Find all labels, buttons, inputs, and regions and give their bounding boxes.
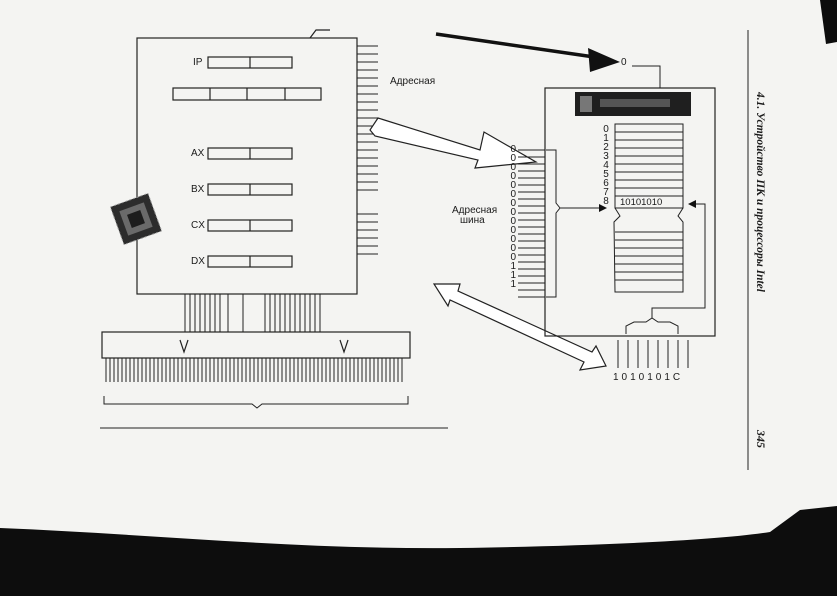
register-dx-label: DX <box>191 256 205 267</box>
address-bus-left-label-2: шина <box>460 215 485 226</box>
address-bit: 1 <box>510 261 516 272</box>
zero-label: 0 <box>621 57 627 68</box>
address-bit: 0 <box>510 189 516 200</box>
memory-index: 5 <box>603 169 609 180</box>
section-title: 4.1. Устройство ПК и процессоры Intel <box>754 92 766 292</box>
cpu-block <box>136 29 358 295</box>
address-bit: 0 <box>510 234 516 245</box>
address-bit: 0 <box>510 207 516 218</box>
address-bit: 0 <box>510 216 516 227</box>
address-bit: 1 <box>510 270 516 281</box>
memory-block <box>544 87 716 337</box>
cpu-data-pins <box>184 294 321 332</box>
page-number: 345 <box>754 430 768 448</box>
memory-cell-value: 10101010 <box>620 197 663 208</box>
address-flow-arrow <box>369 117 538 169</box>
memory-chip-photo <box>575 92 691 116</box>
address-bit: 0 <box>510 225 516 236</box>
memory-index: 0 <box>603 124 609 135</box>
address-bit: 0 <box>510 252 516 263</box>
bus-pins <box>105 358 403 382</box>
scan-black-edge <box>0 506 837 596</box>
cpu-address-pins <box>357 45 378 255</box>
memory-data-pins <box>617 317 689 368</box>
memory-index: 2 <box>603 142 609 153</box>
address-bit: 0 <box>510 171 516 182</box>
address-bit: 0 <box>510 198 516 209</box>
memory-index: 6 <box>603 178 609 189</box>
memory-index: 8 <box>603 196 609 207</box>
address-bit: 0 <box>510 144 516 155</box>
address-bit: 0 <box>510 180 516 191</box>
running-header: 4.1. Устройство ПК и процессоры Intel <box>752 92 766 462</box>
top-pointer-arrow <box>435 32 620 72</box>
address-bit: 0 <box>510 162 516 173</box>
cpu-chip-image <box>109 192 163 246</box>
zero-connector <box>632 65 661 88</box>
data-output-bits: 1010101С <box>613 372 684 383</box>
register-bx-label: BX <box>191 184 205 195</box>
memory-index: 1 <box>603 133 609 144</box>
register-cx-label: CX <box>191 220 205 231</box>
memory-index: 3 <box>603 151 609 162</box>
feedback-arrow <box>651 200 706 318</box>
memory-index: 4 <box>603 160 609 171</box>
system-bus <box>101 331 411 359</box>
memory-cells <box>613 123 684 293</box>
register-ax-label: AX <box>191 148 205 159</box>
scan-black-corner <box>820 0 837 44</box>
memory-address-lines <box>518 149 545 298</box>
address-bit: 0 <box>510 243 516 254</box>
address-bit: 1 <box>510 279 516 290</box>
address-bus-label: Адресная <box>390 76 436 87</box>
memory-index: 7 <box>603 187 609 198</box>
address-brace <box>546 149 561 298</box>
bus-brace <box>103 396 409 409</box>
address-bus-left-label: Адресная <box>452 205 498 216</box>
register-ip-label: IP <box>193 57 203 68</box>
address-bit: 0 <box>510 153 516 164</box>
data-flow-arrow <box>432 283 607 371</box>
